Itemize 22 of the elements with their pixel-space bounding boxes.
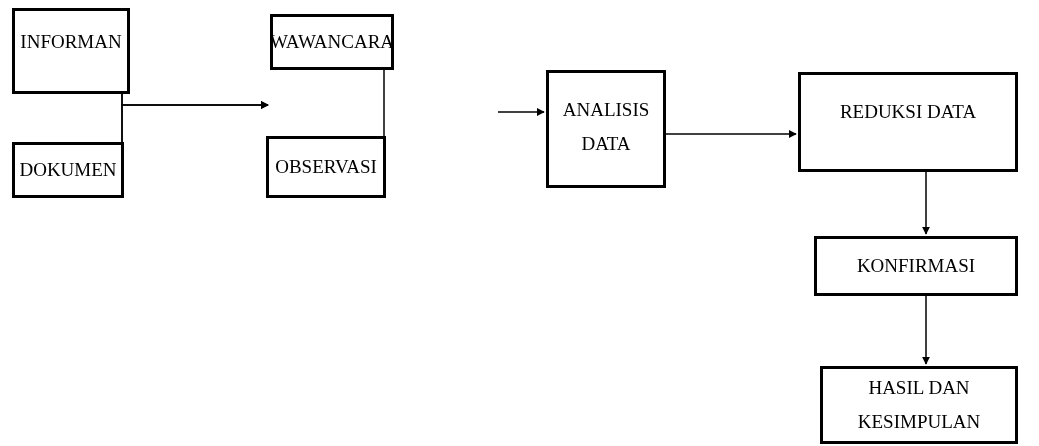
arrow xyxy=(922,171,930,235)
process-box xyxy=(820,366,1018,444)
arrow xyxy=(665,130,797,138)
process-box xyxy=(814,236,1018,296)
box-label: HASIL DAN KESIMPULAN xyxy=(856,376,982,434)
box-label: REDUKSI DATA xyxy=(839,100,977,124)
arrow xyxy=(922,295,930,365)
box-label: KONFIRMASI xyxy=(856,254,976,278)
arrow xyxy=(121,101,269,143)
process-box xyxy=(546,70,666,188)
box-label: ANALISIS DATA xyxy=(561,98,651,156)
box-label: INFORMAN xyxy=(20,30,122,54)
process-box xyxy=(12,8,130,94)
connector-line xyxy=(383,69,385,137)
process-box xyxy=(270,14,394,70)
box-label: DOKUMEN xyxy=(19,158,117,182)
box-label: WAWANCARA xyxy=(269,30,395,54)
arrow xyxy=(497,108,545,116)
process-box xyxy=(266,136,386,198)
process-box xyxy=(12,142,124,198)
box-label: OBSERVASI xyxy=(275,155,377,179)
process-box xyxy=(798,72,1018,172)
